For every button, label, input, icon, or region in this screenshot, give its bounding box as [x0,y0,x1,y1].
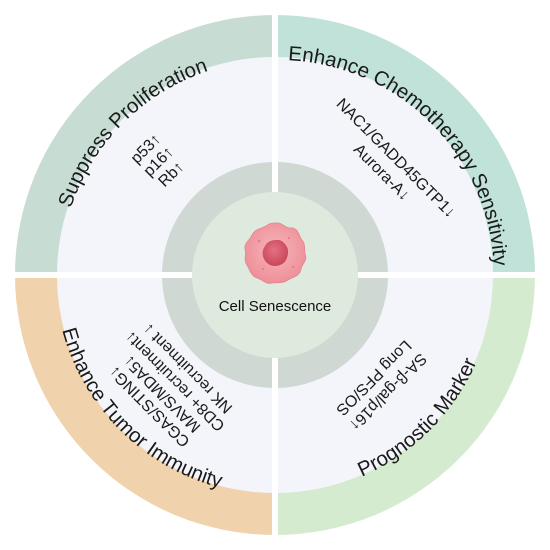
senescent-cell-icon [244,222,307,284]
center-label: Cell Senescence [219,298,332,315]
